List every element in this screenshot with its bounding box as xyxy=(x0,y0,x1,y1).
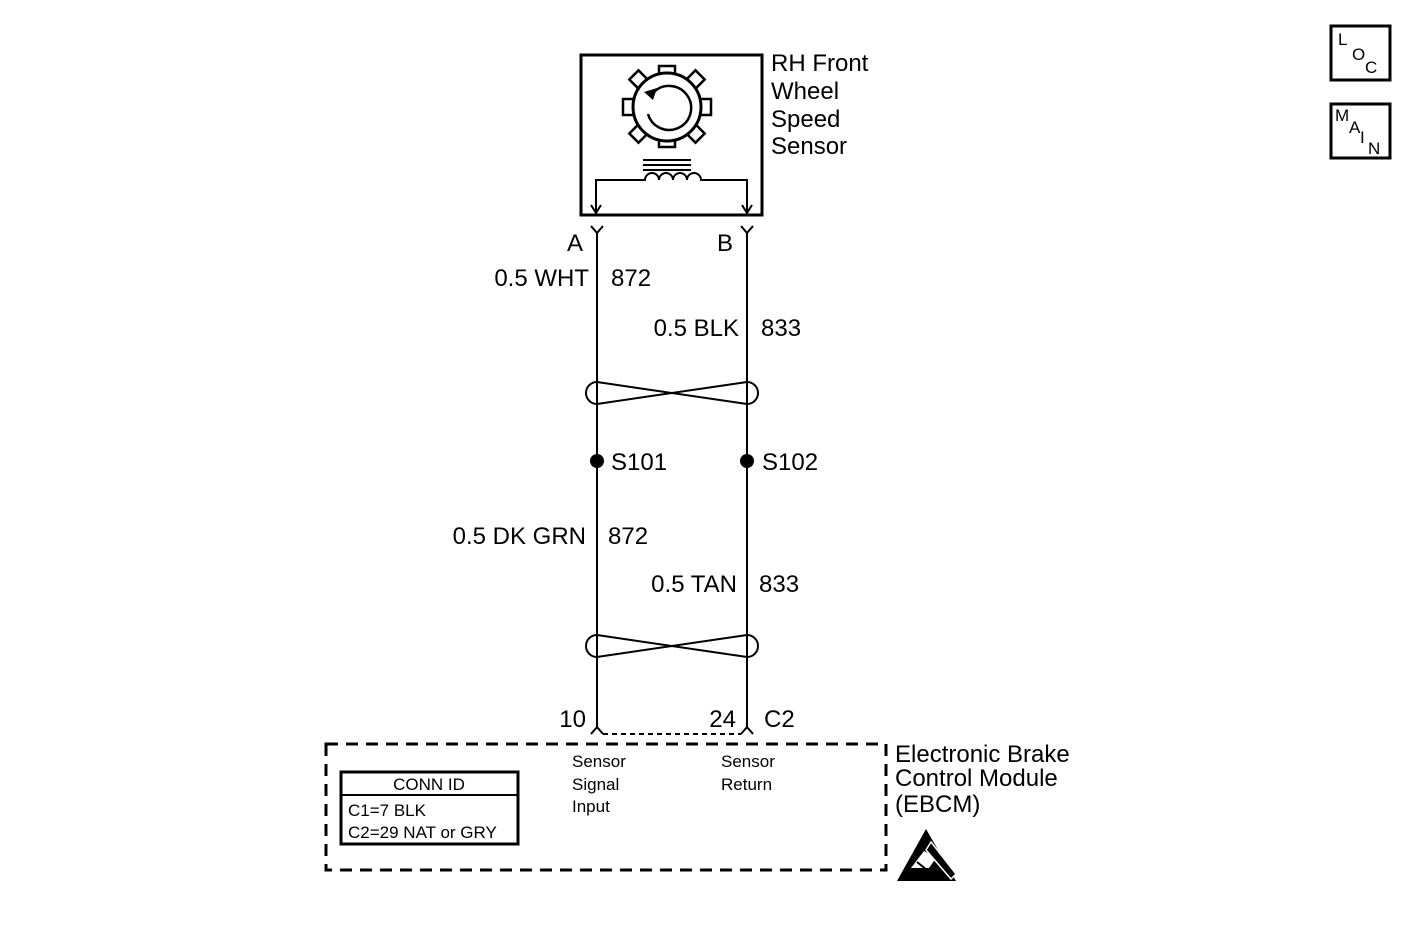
conn-id-table: CONN ID C1=7 BLK C2=29 NAT or GRY xyxy=(339,770,520,846)
reluctor-wheel-icon xyxy=(621,64,713,149)
signal-label-line-3: Input xyxy=(572,797,610,816)
main-button[interactable]: M A I N xyxy=(1329,102,1392,160)
main-letter: A xyxy=(1349,118,1361,137)
module-name-line-3: (EBCM) xyxy=(895,791,980,818)
splice-label-left: S101 xyxy=(611,449,667,476)
module-name-line-2: Control Module xyxy=(895,765,1058,792)
pickup-coil-icon xyxy=(590,159,753,215)
module-name-line-1: Electronic Brake xyxy=(895,741,1070,768)
twisted-pair-lower xyxy=(585,633,759,659)
wire-label-upper-right: 0.5 BLK xyxy=(654,315,739,342)
conn-id-row: C2=29 NAT or GRY xyxy=(348,823,497,842)
wire-label-lower-left: 0.5 DK GRN xyxy=(453,523,586,550)
sensor-connector: A B xyxy=(567,225,754,257)
return-label-line-2: Return xyxy=(721,775,772,794)
main-letter: M xyxy=(1335,106,1349,125)
circuit-lower-left: 872 xyxy=(608,523,648,550)
splice-label-right: S102 xyxy=(762,449,818,476)
sensor-name-line-4: Sensor xyxy=(771,133,847,160)
sensor-name-line-2: Wheel xyxy=(771,78,839,105)
loc-letter: L xyxy=(1338,30,1347,49)
module-connector-id: C2 xyxy=(764,706,795,733)
wheel-speed-sensor: RH Front Wheel Speed Sensor xyxy=(579,50,869,217)
circuit-upper-right: 833 xyxy=(761,315,801,342)
wire-label-upper-left: 0.5 WHT xyxy=(494,265,589,292)
loc-letter: O xyxy=(1352,45,1365,64)
ebcm-module: Sensor Signal Input Sensor Return Electr… xyxy=(324,741,1070,872)
circuit-upper-left: 872 xyxy=(611,265,651,292)
module-pin-left: 10 xyxy=(559,706,586,733)
splice-dot-right xyxy=(740,454,754,468)
main-letter: I xyxy=(1360,128,1365,147)
twisted-pair-upper xyxy=(585,380,759,406)
loc-button[interactable]: L O C xyxy=(1329,24,1392,82)
wire-label-lower-right: 0.5 TAN xyxy=(651,571,737,598)
return-label-line-1: Sensor xyxy=(721,752,775,771)
signal-label-line-1: Sensor xyxy=(572,752,626,771)
sensor-name-line-1: RH Front xyxy=(771,50,869,77)
sensor-name-line-3: Speed xyxy=(771,106,840,133)
sensor-pin-a: A xyxy=(567,230,583,257)
loc-letter: C xyxy=(1365,58,1377,77)
module-connector: 10 24 C2 xyxy=(559,706,795,735)
module-pin-right: 24 xyxy=(709,706,736,733)
circuit-lower-right: 833 xyxy=(759,571,799,598)
conn-id-title: CONN ID xyxy=(393,775,465,794)
sensor-pin-b: B xyxy=(717,230,733,257)
main-letter: N xyxy=(1368,139,1380,158)
signal-label-line-2: Signal xyxy=(572,775,619,794)
esd-warning-icon xyxy=(897,829,957,881)
splice-dot-left xyxy=(590,454,604,468)
conn-id-row: C1=7 BLK xyxy=(348,801,427,820)
